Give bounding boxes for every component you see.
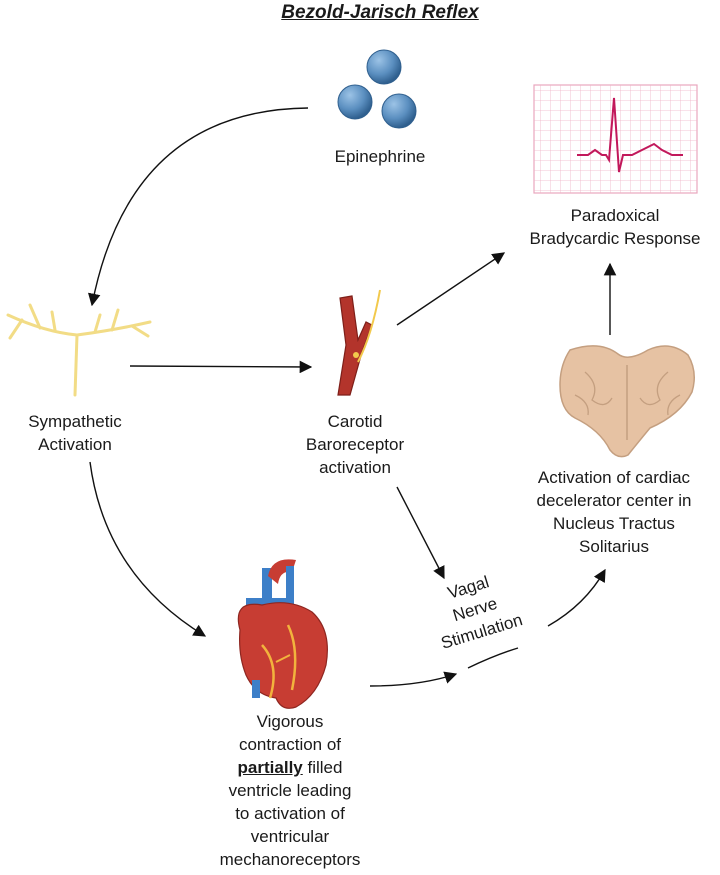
heart-line-6: ventricular [250, 827, 330, 846]
arrow-heart-to-vagal [369, 671, 458, 687]
carotid-line-3: activation [319, 458, 391, 477]
bradycardia-label: Paradoxical Bradycardic Response [510, 204, 720, 250]
heart-line-1: Vigorous [256, 712, 324, 731]
ecg-icon [533, 84, 698, 194]
heart-line-4: ventricle leading [228, 781, 352, 800]
nts-line-2: decelerator center in [536, 491, 692, 510]
heart-icon [237, 559, 328, 709]
arrow-sympathetic-to-heart [89, 461, 207, 637]
bradycardia-line-2: Bradycardic Response [529, 229, 701, 248]
heart-emphasis: partially [237, 758, 303, 777]
epinephrine-label: Epinephrine [300, 145, 460, 168]
heart-line-3: partially filled [195, 756, 385, 779]
arrow-carotid-to-bradycardia [396, 252, 506, 326]
sympathetic-line-1: Sympathetic [28, 412, 122, 431]
sympathetic-line-2: Activation [38, 435, 112, 454]
heart-line-2: contraction of [238, 735, 342, 754]
carotid-label: Carotid Baroreceptor activation [280, 410, 430, 479]
heart-line-5: to activation of [235, 804, 345, 823]
heart-label: Vigorous contraction of partially filled… [195, 710, 385, 871]
nts-line-4: Solitarius [579, 537, 649, 556]
arrow-carotid-to-vagal [396, 486, 445, 580]
brainstem-icon [559, 345, 695, 458]
carotid-line-2: Baroreceptor [305, 435, 405, 454]
arrow-vagal-to-nts [547, 568, 606, 627]
bradycardia-line-1: Paradoxical [570, 206, 660, 225]
arrow-vagal-to-stimulation [467, 647, 519, 669]
carotid-line-1: Carotid [327, 412, 383, 431]
nts-line-3: Nucleus Tractus [553, 514, 675, 533]
sympathetic-label: Sympathetic Activation [0, 410, 150, 456]
heart-line-7: mechanoreceptors [219, 850, 361, 869]
arrow-epi-to-sympathetic [87, 107, 309, 307]
nts-line-1: Activation of cardiac [537, 468, 691, 487]
arrows [87, 107, 617, 687]
heart-line-3-rest: filled [302, 758, 343, 777]
diagram-title: Bezold-Jarisch Reflex [281, 2, 479, 23]
arrow-sympathetic-to-carotid [129, 360, 313, 374]
ecg-trace [577, 97, 683, 173]
epinephrine-text: Epinephrine [334, 147, 426, 166]
artery-icon [337, 289, 381, 396]
nts-label: Activation of cardiac decelerator center… [508, 466, 720, 558]
epinephrine-icon [337, 49, 417, 129]
nerve-icon [6, 303, 152, 397]
